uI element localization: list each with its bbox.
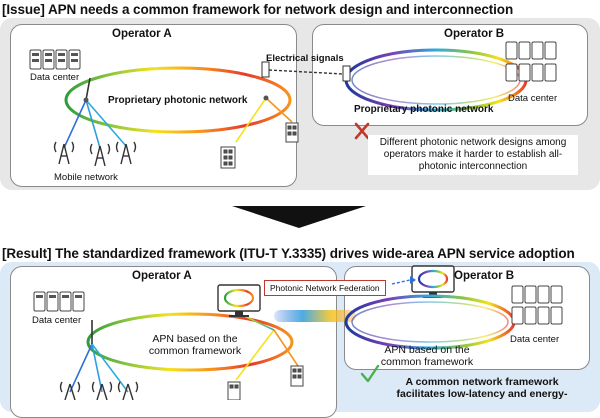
issue-operator-a-title: Operator A	[112, 28, 172, 40]
result-benefit-text: A common network framework facilitates l…	[396, 376, 568, 400]
signal-converter-b	[342, 65, 351, 82]
result-a-ring	[86, 312, 294, 372]
result-a-data-center-label: Data center	[32, 315, 82, 326]
federation-beam	[274, 310, 356, 322]
issue-a-links	[63, 77, 293, 149]
result-b-data-center-label: Data center	[510, 334, 560, 345]
monitor-icon	[411, 265, 455, 298]
down-arrow-icon	[232, 206, 366, 228]
issue-a-mobile-label: Mobile network	[54, 172, 118, 183]
issue-a-node-right	[263, 95, 269, 101]
building-icon	[290, 365, 304, 387]
server-rack-icon	[33, 291, 85, 312]
result-b-ring	[344, 294, 516, 350]
building-icon	[285, 122, 299, 143]
issue-a-network-label: Proprietary photonic network	[108, 95, 248, 106]
issue-b-network-label: Proprietary photonic network	[354, 104, 494, 115]
issue-problem-text: Different photonic network designs among…	[368, 135, 578, 175]
issue-b-ring	[344, 48, 528, 112]
cross-mark-icon	[354, 122, 370, 140]
result-operator-b-title: Operator B	[454, 270, 515, 282]
server-rack-icon	[505, 41, 557, 82]
check-mark-icon	[360, 364, 380, 383]
antenna-tower-icon	[59, 381, 139, 400]
diagram-graphics	[29, 41, 563, 400]
electrical-signals-label: Electrical signals	[266, 53, 344, 64]
result-a-network-label: APN based on the common framework	[148, 333, 242, 357]
building-icon	[220, 146, 236, 169]
issue-a-node-left	[83, 97, 89, 103]
signal-converter-a	[261, 61, 270, 78]
issue-title: [Issue] APN needs a common framework for…	[2, 2, 514, 17]
result-operator-a-title: Operator A	[132, 270, 192, 282]
federation-label: Photonic Network Federation	[264, 280, 386, 296]
monitor-icon	[217, 284, 261, 317]
result-b-network-label: APN based on the common framework	[380, 344, 474, 368]
issue-a-data-center-label: Data center	[30, 72, 80, 83]
server-rack-icon	[29, 49, 81, 70]
building-icon	[227, 381, 241, 400]
antenna-tower-icon	[53, 141, 137, 167]
issue-operator-b-title: Operator B	[444, 28, 505, 40]
result-title: [Result] The standardized framework (ITU…	[2, 246, 575, 261]
issue-b-data-center-label: Data center	[508, 93, 558, 104]
server-rack-icon	[511, 285, 563, 325]
issue-a-ring	[64, 66, 292, 134]
